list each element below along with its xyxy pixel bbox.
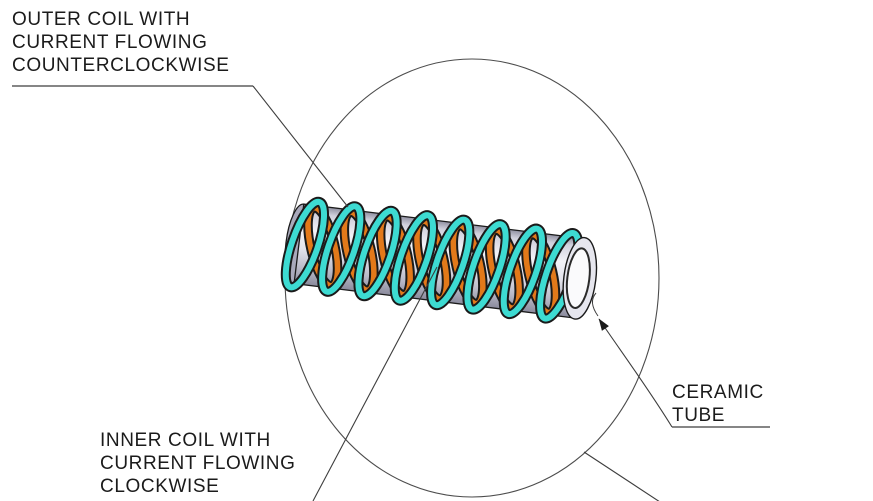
outer-coil-wrap	[500, 225, 545, 318]
ceramic-tube-leader-arrow	[598, 318, 673, 428]
inner-coil-label-line1: INNER COIL WITH	[100, 430, 271, 451]
inner-coil-leader-line	[312, 266, 438, 501]
outer-coil-wrap	[319, 203, 364, 295]
outer-coil-wrap	[428, 216, 473, 309]
outer-coil-wrap	[282, 198, 328, 291]
ceramic-tube-label: CERAMIC TUBE	[672, 381, 764, 427]
tube-bore	[565, 247, 591, 309]
outer-coil-label-line2: CURRENT FLOWING	[12, 32, 208, 53]
detail-circle-callout-line	[583, 451, 660, 501]
ceramic-tube-label-line2: TUBE	[672, 405, 726, 426]
outer-coil-leader-line	[252, 85, 349, 208]
tube-assembly	[280, 196, 598, 324]
outer-coil-label-line1: OUTER COIL WITH	[12, 9, 191, 30]
outer-coil-label-line3: COUNTERCLOCKWISE	[12, 55, 230, 76]
ceramic-tube-label-line1: CERAMIC	[672, 382, 764, 403]
outer-coil-label: OUTER COIL WITH CURRENT FLOWING COUNTERC…	[12, 8, 230, 77]
ceramic-tube-leader-hook	[592, 292, 599, 317]
outer-coil-wrap	[391, 212, 437, 304]
coil-wraps	[280, 196, 584, 324]
inner-coil-label-line3: CLOCKWISE	[100, 476, 220, 497]
inner-coil-label: INNER COIL WITH CURRENT FLOWING CLOCKWIS…	[100, 429, 295, 498]
inner-coil-label-line2: CURRENT FLOWING	[100, 453, 296, 474]
outer-coil-wrap	[355, 207, 400, 300]
